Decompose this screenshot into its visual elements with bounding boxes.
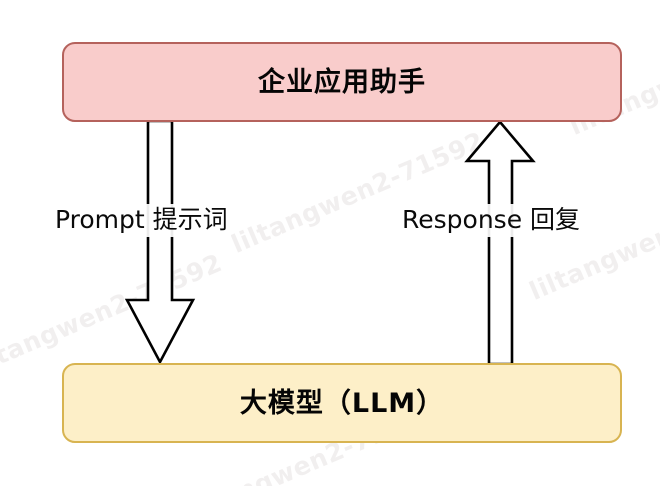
node-label-llm: 大模型（LLM） (239, 387, 445, 419)
edge-label-response: Response 回复 (399, 204, 584, 237)
node-label-assistant: 企业应用助手 (258, 66, 426, 98)
response-arrow-up (464, 119, 536, 366)
node-llm[interactable]: 大模型（LLM） (62, 363, 622, 443)
edge-label-prompt: Prompt 提示词 (52, 204, 231, 237)
node-enterprise-assistant[interactable]: 企业应用助手 (62, 42, 622, 122)
prompt-arrow-down (124, 119, 196, 365)
